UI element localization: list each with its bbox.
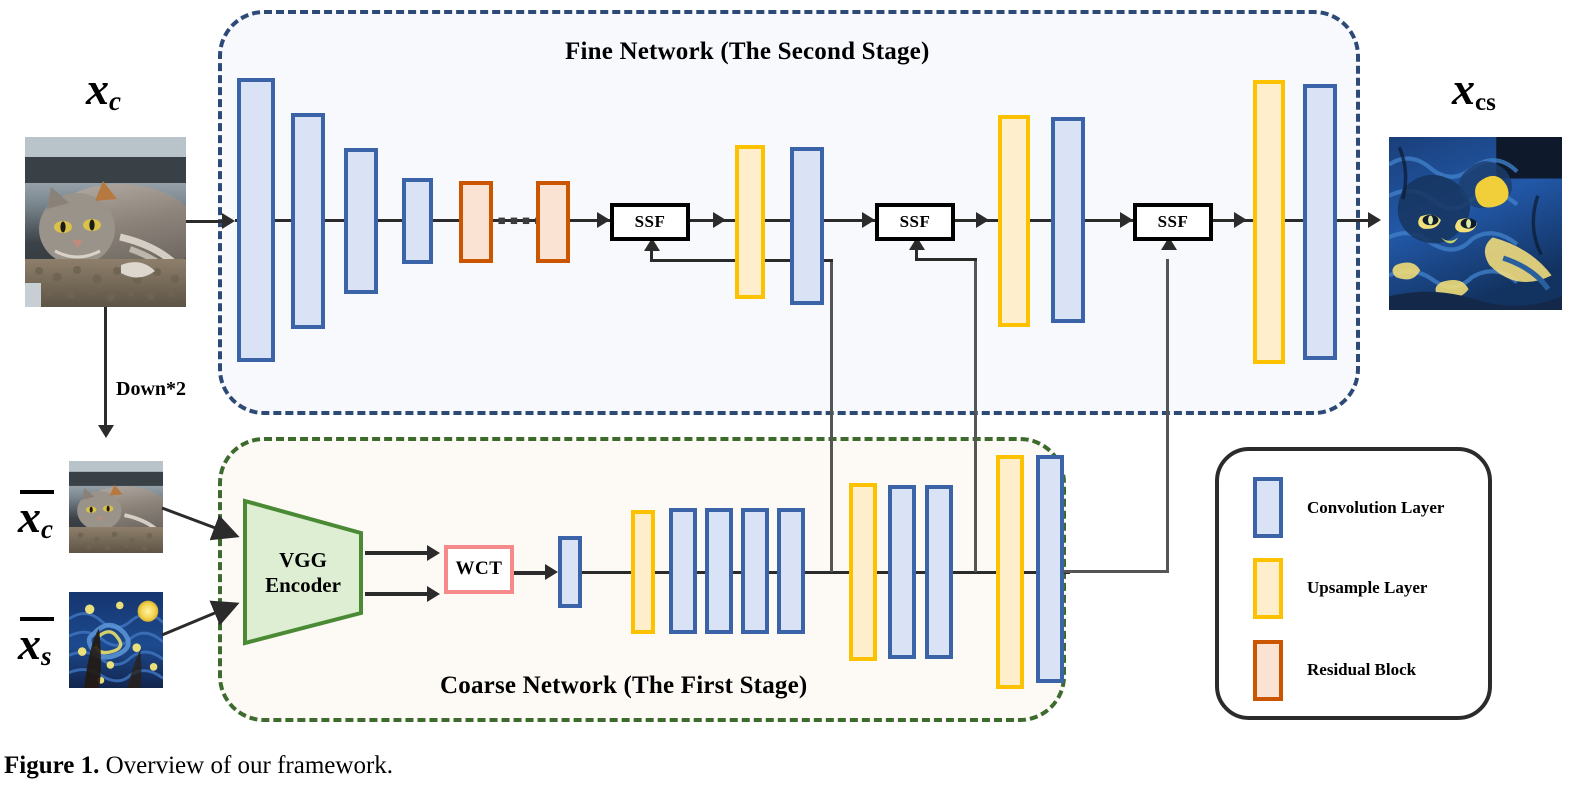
coarse-conv-8 bbox=[1036, 455, 1064, 683]
downsample-arrowhead bbox=[98, 425, 114, 438]
wct-to-conv-arrowhead bbox=[545, 564, 558, 580]
skip-2-vertical-left bbox=[915, 247, 918, 260]
coarse-network-title: Coarse Network (The First Stage) bbox=[440, 672, 808, 699]
fine-residual-1 bbox=[459, 181, 493, 263]
legend-swatch-convolution bbox=[1253, 477, 1283, 538]
legend-swatch-residual bbox=[1253, 640, 1283, 701]
style-input-label: xs bbox=[18, 618, 52, 671]
vgg-encoder-shape bbox=[243, 498, 363, 646]
fine-conv-7 bbox=[1303, 84, 1337, 360]
fine-upsample-1 bbox=[735, 145, 765, 299]
legend-label-upsample: Upsample Layer bbox=[1307, 578, 1428, 597]
coarse-upsample-3 bbox=[996, 455, 1024, 689]
fine-residual-2 bbox=[536, 181, 570, 263]
fine-conv-5 bbox=[790, 147, 824, 305]
skip-1-vertical-right bbox=[830, 260, 833, 572]
fine-conv-1 bbox=[237, 78, 275, 362]
downsample-label: Down*2 bbox=[116, 378, 187, 400]
fine-conv-2 bbox=[291, 113, 325, 329]
fine-network-title: Fine Network (The Second Stage) bbox=[565, 38, 930, 65]
ssf-module-1[interactable]: SSF bbox=[610, 203, 690, 241]
downsample-wire bbox=[104, 307, 107, 427]
fine-upsample-3 bbox=[1253, 80, 1285, 364]
fine-conv-6 bbox=[1051, 117, 1085, 323]
inputs-to-vgg-arrows bbox=[161, 506, 240, 637]
ssf-module-3[interactable]: SSF bbox=[1133, 203, 1213, 241]
skip-3-horizontal bbox=[1063, 570, 1169, 573]
content-image bbox=[25, 137, 186, 307]
content-to-fine-arrowhead bbox=[222, 213, 235, 229]
small-content-overbar bbox=[20, 490, 54, 494]
small-content-image bbox=[69, 461, 163, 553]
skip-1-vl7 bbox=[650, 247, 653, 260]
skip-1-arrowhead bbox=[644, 238, 660, 251]
legend-swatch-upsample bbox=[1253, 558, 1283, 619]
coarse-upsample-2 bbox=[849, 483, 877, 661]
coarse-upsample-1 bbox=[631, 510, 655, 634]
fine-upsample-2 bbox=[998, 115, 1030, 327]
fine-conv-3 bbox=[344, 148, 378, 294]
coarse-conv-2 bbox=[669, 508, 697, 634]
coarse-conv-4 bbox=[741, 508, 769, 634]
vgg-to-wct-arrow-bottom bbox=[427, 586, 440, 602]
skip-2-horizontal bbox=[915, 258, 977, 261]
small-content-input-label: xc bbox=[18, 491, 53, 544]
to-ssf-1-arrowhead bbox=[597, 212, 610, 228]
vgg-to-wct-arrow-top bbox=[427, 545, 440, 561]
legend-label-residual: Residual Block bbox=[1307, 660, 1417, 679]
ssf-3-out-arrowhead bbox=[1234, 212, 1247, 228]
caption-label: Figure 1. bbox=[4, 752, 100, 779]
wct-to-conv-wire bbox=[514, 571, 552, 575]
coarse-conv-3 bbox=[705, 508, 733, 634]
coarse-main-wire bbox=[558, 571, 1070, 574]
fine-output-arrowhead bbox=[1368, 212, 1381, 228]
fine-conv-4 bbox=[402, 178, 433, 264]
legend-label-convolution: Convolution Layer bbox=[1307, 498, 1445, 517]
skip-2-vertical-right bbox=[974, 259, 977, 572]
output-label: xcs bbox=[1452, 63, 1496, 116]
output-image bbox=[1389, 137, 1562, 310]
vgg-encoder-label: VGG Encoder bbox=[265, 548, 341, 597]
ssf-2-out-arrowhead bbox=[976, 212, 989, 228]
content-input-label: xc bbox=[86, 63, 121, 116]
caption-text: Overview of our framework. bbox=[99, 752, 394, 779]
coarse-conv-6 bbox=[888, 485, 916, 659]
figure-caption: Figure 1. Overview of our framework. bbox=[4, 752, 393, 780]
ssf-module-2[interactable]: SSF bbox=[875, 203, 955, 241]
wct-module[interactable]: WCT bbox=[444, 545, 514, 594]
content-to-fine-wire bbox=[186, 220, 226, 223]
coarse-conv-1 bbox=[558, 536, 582, 608]
coarse-conv-5 bbox=[777, 508, 805, 634]
ssf-1-out-arrowhead bbox=[713, 212, 726, 228]
coarse-conv-7 bbox=[925, 485, 953, 659]
to-ssf-3-arrowhead bbox=[1120, 212, 1133, 228]
style-image bbox=[69, 592, 163, 688]
vgg-to-wct-wire-bottom bbox=[365, 592, 433, 596]
vgg-to-wct-wire-top bbox=[365, 551, 433, 555]
skip-3-vertical bbox=[1166, 259, 1169, 572]
to-ssf-2-arrowhead bbox=[862, 212, 875, 228]
style-overbar bbox=[20, 617, 54, 621]
